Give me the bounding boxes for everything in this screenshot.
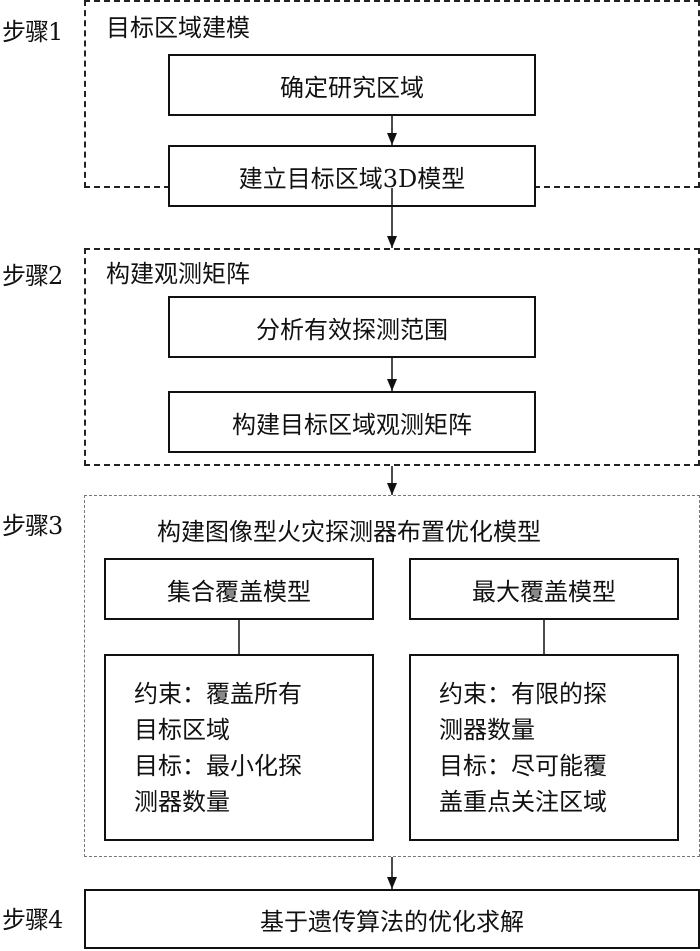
step-4-label: 步骤4 (2, 906, 63, 934)
max-cover-model-box: 最大覆盖模型 (409, 558, 679, 620)
step-2-label: 步骤2 (2, 262, 63, 290)
step-3-label: 步骤3 (2, 512, 63, 540)
step-1-label: 步骤1 (2, 18, 63, 46)
arrowhead-1a-to-1b (387, 133, 397, 145)
max-cover-line-3: 目标：尽可能覆 (439, 751, 607, 780)
arrowhead-2a-to-2b (387, 379, 397, 391)
set-cover-line-1: 约束：覆盖所有 (134, 679, 302, 708)
arrowhead-step2-to-step3 (387, 483, 397, 495)
arrowhead-step3-to-step4 (387, 877, 397, 889)
step-2-group: 构建观测矩阵 (84, 248, 700, 466)
analyze-detection-range-box: 分析有效探测范围 (168, 296, 536, 358)
build-3d-model-box: 建立目标区域3D模型 (168, 145, 536, 207)
set-cover-line-3: 目标：最小化探 (134, 751, 302, 780)
step-3-title: 构建图像型火灾探测器布置优化模型 (157, 518, 541, 546)
max-cover-line-2: 测器数量 (439, 715, 535, 744)
step-2-title: 构建观测矩阵 (106, 260, 250, 288)
set-cover-line-2: 目标区域 (134, 715, 230, 744)
build-observation-matrix-box: 构建目标区域观测矩阵 (168, 391, 536, 453)
arrowhead-step1-to-step2 (387, 236, 397, 248)
genetic-algorithm-box: 基于遗传算法的优化求解 (84, 889, 700, 949)
set-cover-line-4: 测器数量 (134, 787, 230, 816)
set-cover-model-box: 集合覆盖模型 (104, 558, 374, 620)
max-cover-line-1: 约束：有限的探 (439, 679, 607, 708)
set-cover-model-details: 约束：覆盖所有 目标区域 目标：最小化探 测器数量 (104, 654, 374, 841)
max-cover-line-4: 盖重点关注区域 (439, 787, 607, 816)
step-1-title: 目标区域建模 (106, 14, 250, 42)
max-cover-model-details: 约束：有限的探 测器数量 目标：尽可能覆 盖重点关注区域 (409, 654, 679, 841)
determine-study-area-box: 确定研究区域 (168, 54, 536, 116)
